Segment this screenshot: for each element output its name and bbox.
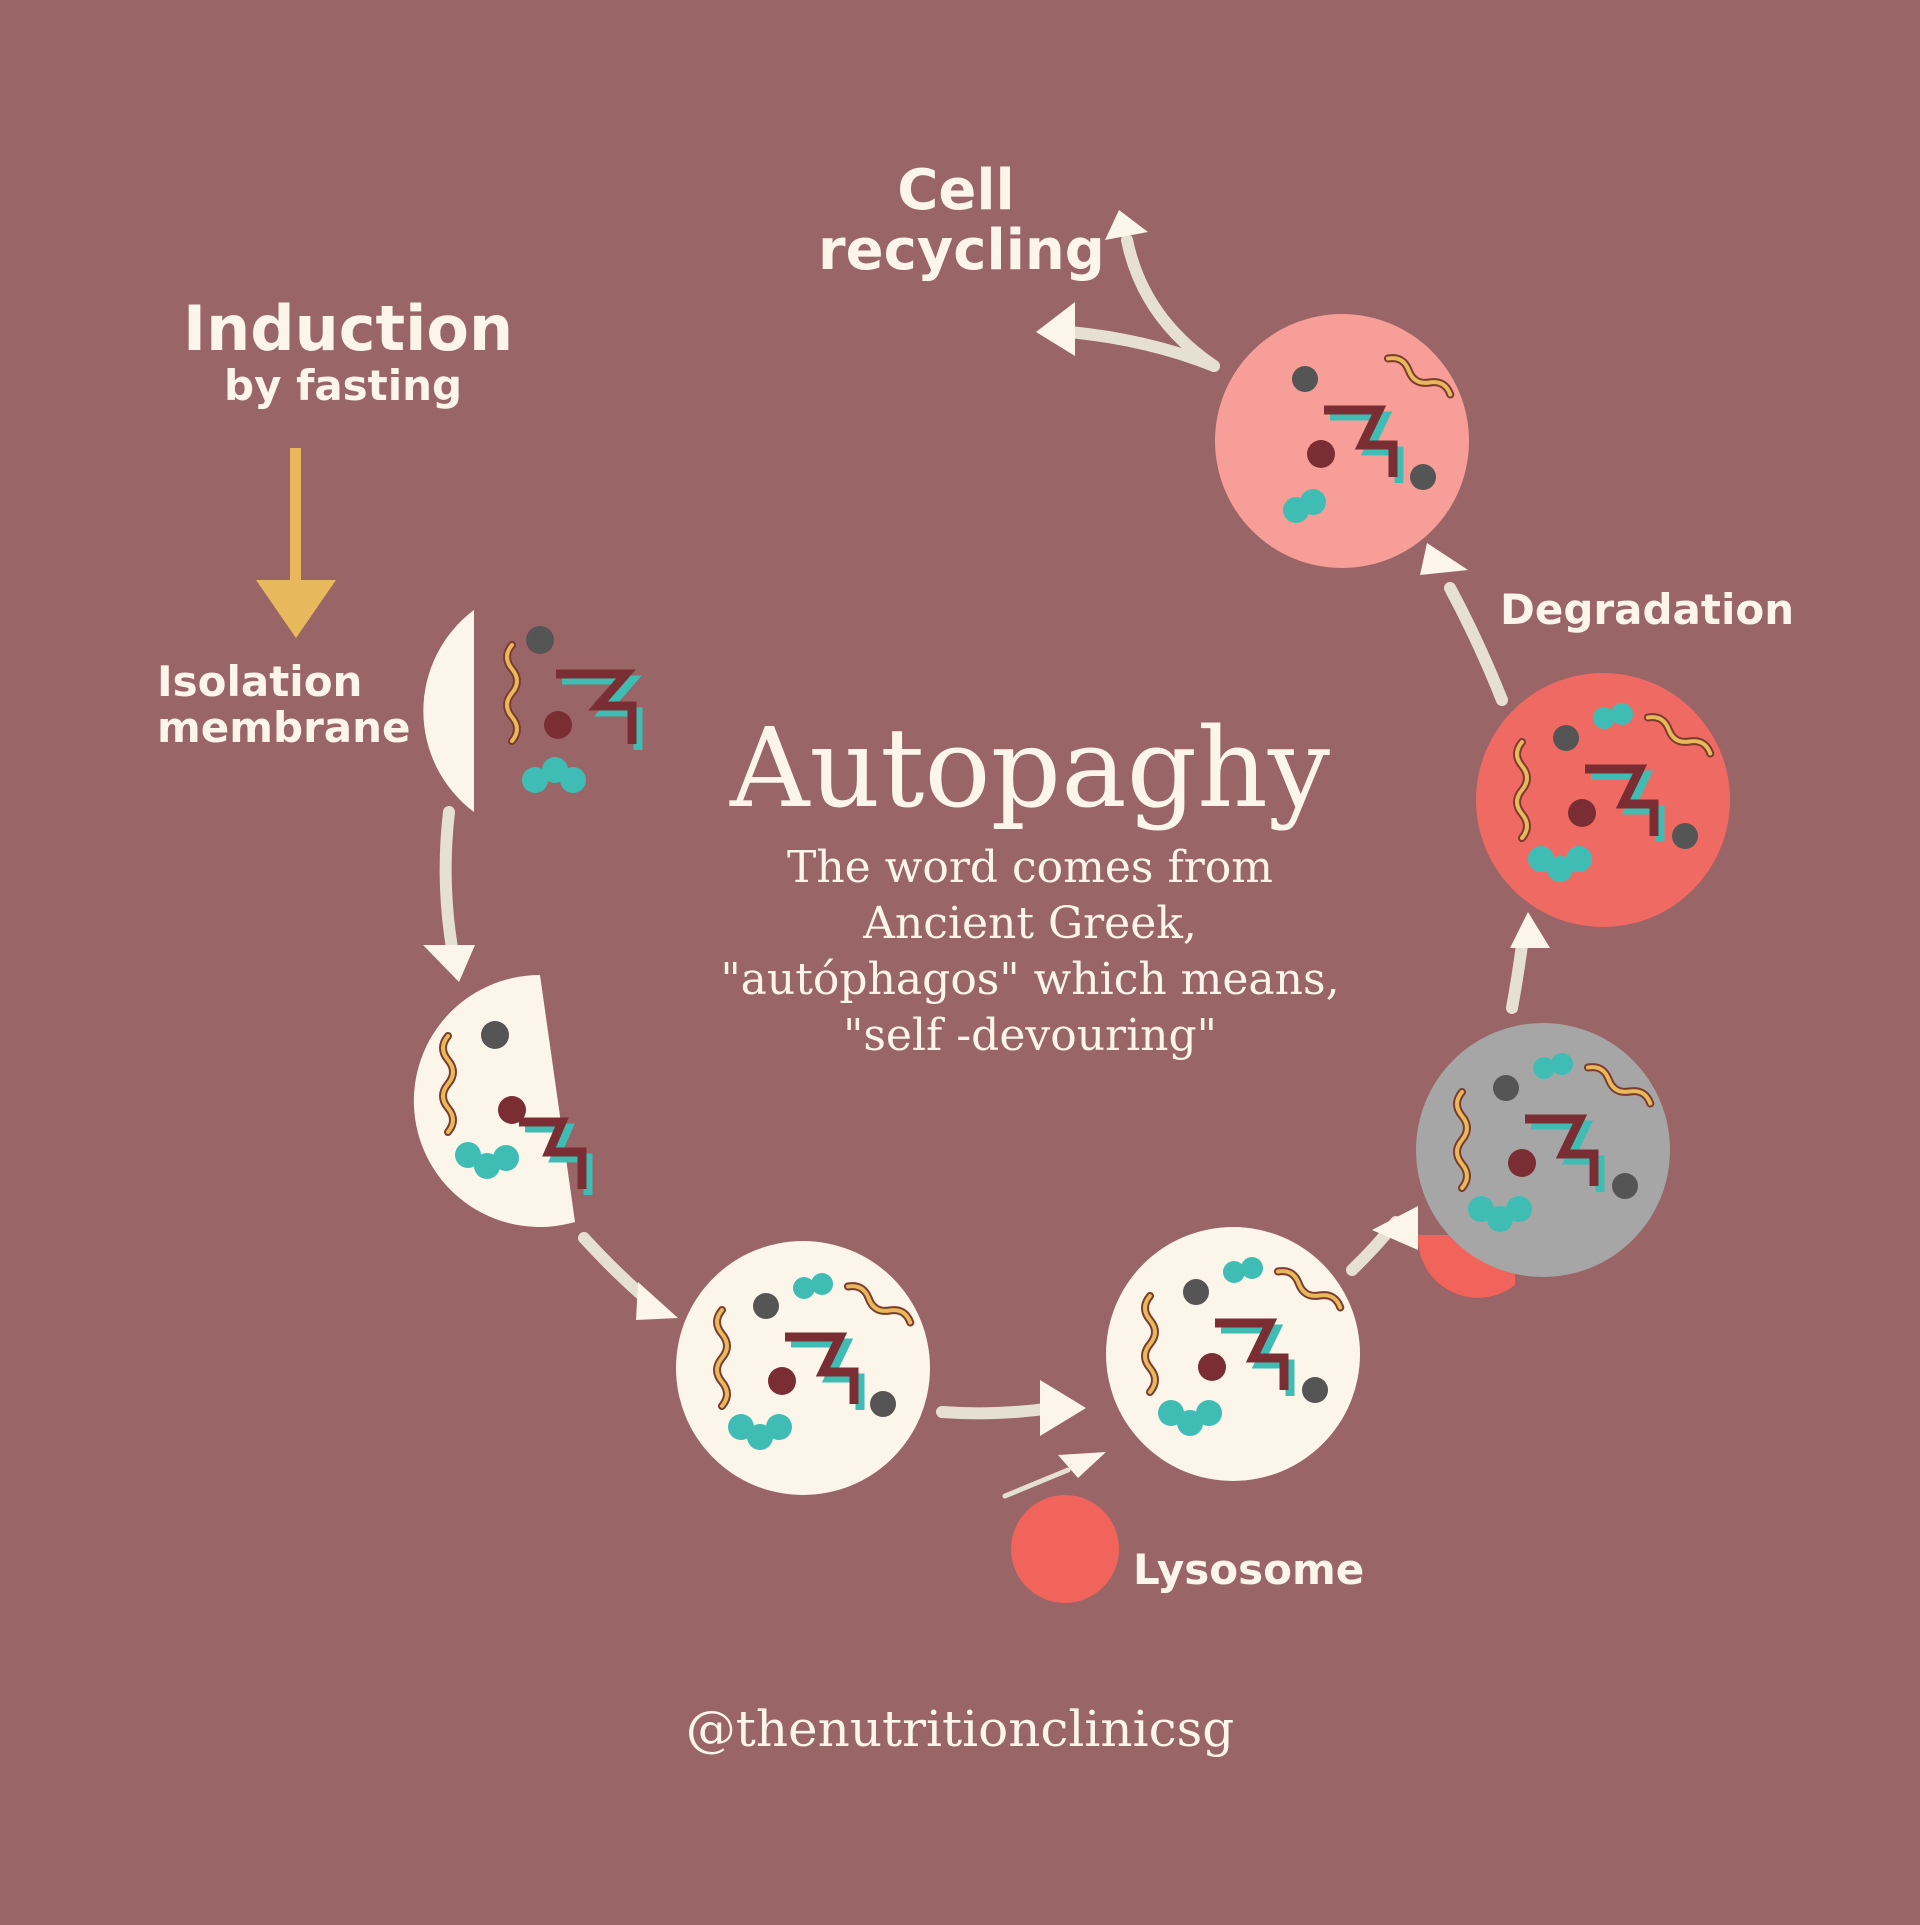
arrow-recycling-up bbox=[1121, 234, 1220, 372]
fusing-autophagosome-vesicle bbox=[1106, 1227, 1360, 1481]
isolation-membrane-label-line2: membrane bbox=[157, 703, 411, 752]
induction-arrow bbox=[256, 448, 336, 638]
isolation-membrane-label-line1: Isolation bbox=[157, 657, 363, 706]
arrow-heads bbox=[423, 210, 1550, 1478]
description-line: The word comes from bbox=[786, 842, 1274, 893]
arrow-isolation-to-phagophore bbox=[439, 806, 458, 954]
isolation-membrane-vesicle bbox=[423, 610, 643, 812]
phagophore-vesicle bbox=[413, 974, 593, 1227]
induction-label: Induction bbox=[183, 292, 514, 365]
degrading-vesicle bbox=[1476, 673, 1730, 927]
description: The word comes from Ancient Greek, "autó… bbox=[660, 840, 1400, 1064]
arrow-autophagosome-to-fusion bbox=[936, 1402, 1058, 1420]
title: Autopaghy bbox=[729, 704, 1331, 832]
autophagosome-vesicle bbox=[676, 1241, 930, 1495]
arrow-autolysosome-to-degradation bbox=[1506, 939, 1528, 1014]
recycling-vesicle bbox=[1215, 314, 1469, 568]
arrow-lysosome-to-autophagosome bbox=[1002, 1467, 1071, 1499]
lysosome-label: Lysosome bbox=[1133, 1545, 1365, 1594]
lysosome-icon bbox=[1011, 1495, 1119, 1603]
description-line: Ancient Greek, bbox=[863, 898, 1197, 949]
degradation-label: Degradation bbox=[1500, 585, 1795, 634]
description-line: "autóphagos" which means, bbox=[720, 954, 1340, 1005]
description-line: "self -devouring" bbox=[843, 1010, 1217, 1061]
arrow-degradation-to-recycling bbox=[1444, 582, 1508, 706]
autolysosome-vesicle bbox=[1416, 1023, 1670, 1298]
cell-recycling-label-line1: Cell bbox=[897, 158, 1015, 223]
cell-recycling-label-line2: recycling bbox=[818, 218, 1105, 283]
by-fasting-label: by fasting bbox=[224, 361, 463, 410]
social-handle: @thenutritionclinicsg bbox=[685, 1700, 1235, 1758]
